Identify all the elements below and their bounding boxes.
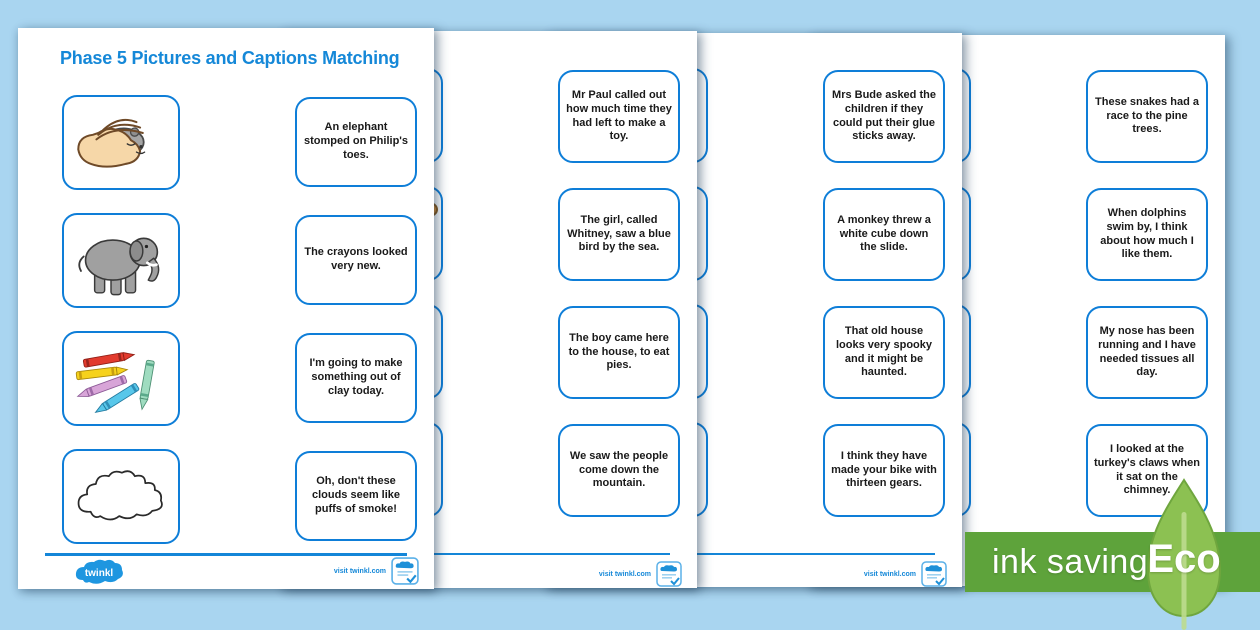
caption-text: We saw the people come down the mountain… [569, 449, 669, 490]
footer-links: visit twinkl.com [599, 561, 682, 587]
caption-card: When dolphins swim by, I think about how… [1086, 188, 1208, 281]
caption-text: The boy came here to the house, to eat p… [568, 331, 670, 372]
footer-links: visit twinkl.com [864, 561, 947, 587]
elephant-picture [78, 236, 160, 295]
caption-text: My nose has been running and I have need… [1098, 325, 1196, 379]
caption-text: Mr Paul called out how much time they ha… [566, 89, 672, 143]
caption-card: A monkey threw a white cube down the sli… [823, 188, 945, 281]
caption-card: That old house looks very spooky and it … [823, 306, 945, 399]
caption-text: The girl, called Whitney, saw a blue bir… [567, 213, 671, 254]
visit-twinkl-link: visit twinkl.com [598, 570, 651, 578]
caption-text: I looked at the turkey's claws when it s… [1094, 443, 1200, 497]
svg-text:twinkl: twinkl [85, 568, 114, 579]
footer-divider [45, 553, 407, 556]
picture-card-elephant [62, 213, 180, 308]
twinkl-quality-badge-icon [656, 561, 682, 587]
caption-card: Mrs Bude asked the children if they coul… [823, 70, 945, 163]
caption-card: The boy came here to the house, to eat p… [558, 306, 680, 399]
caption-text: That old house looks very spooky and it … [836, 325, 932, 379]
picture-card-crayons [62, 331, 180, 426]
caption-card: I think they have made your bike with th… [823, 424, 945, 517]
caption-card: Oh, don't these clouds seem like puffs o… [295, 451, 417, 541]
eco-leaf-icon [1146, 478, 1222, 630]
caption-text: I'm going to make something out of clay … [309, 357, 403, 397]
footer-links: visit twinkl.com [334, 557, 419, 585]
caption-text: The crayons looked very new. [304, 246, 408, 272]
caption-text: A monkey threw a white cube down the sli… [837, 213, 931, 254]
caption-card: I'm going to make something out of clay … [295, 333, 417, 423]
twinkl-logo-icon: twinkl [75, 559, 123, 584]
hamster-petted-picture [77, 118, 146, 168]
caption-card: These snakes had a race to the pine tree… [1086, 70, 1208, 163]
picture-card-hamster [62, 95, 180, 190]
caption-text: When dolphins swim by, I think about how… [1100, 207, 1194, 261]
visit-twinkl-link: visit twinkl.com [333, 567, 386, 575]
picture-card-cloud [62, 449, 180, 544]
caption-card: The girl, called Whitney, saw a blue bir… [558, 188, 680, 281]
caption-card: An elephant stomped on Philip's toes. [295, 97, 417, 187]
caption-card: The crayons looked very new. [295, 215, 417, 305]
cloud-picture [77, 469, 163, 520]
caption-text: Oh, don't these clouds seem like puffs o… [311, 475, 401, 515]
twinkl-quality-badge-icon [391, 557, 419, 585]
ink-saving-label: ink saving [992, 542, 1149, 581]
worksheet-page-1: Phase 5 Pictures and Captions Matching A… [18, 28, 434, 589]
caption-card: My nose has been running and I have need… [1086, 306, 1208, 399]
caption-card: Mr Paul called out how much time they ha… [558, 70, 680, 163]
caption-card: We saw the people come down the mountain… [558, 424, 680, 517]
caption-text: I think they have made your bike with th… [831, 449, 937, 490]
visit-twinkl-link: visit twinkl.com [863, 570, 916, 578]
crayons-picture [75, 351, 155, 413]
twinkl-quality-badge-icon [921, 561, 947, 587]
caption-text: An elephant stomped on Philip's toes. [303, 121, 409, 161]
caption-text: Mrs Bude asked the children if they coul… [832, 89, 936, 143]
eco-badge-label: Eco [1147, 537, 1221, 581]
caption-text: These snakes had a race to the pine tree… [1095, 95, 1199, 136]
worksheet-title: Phase 5 Pictures and Captions Matching [60, 48, 400, 68]
footer-divider [573, 553, 935, 555]
footer-divider [308, 553, 670, 555]
